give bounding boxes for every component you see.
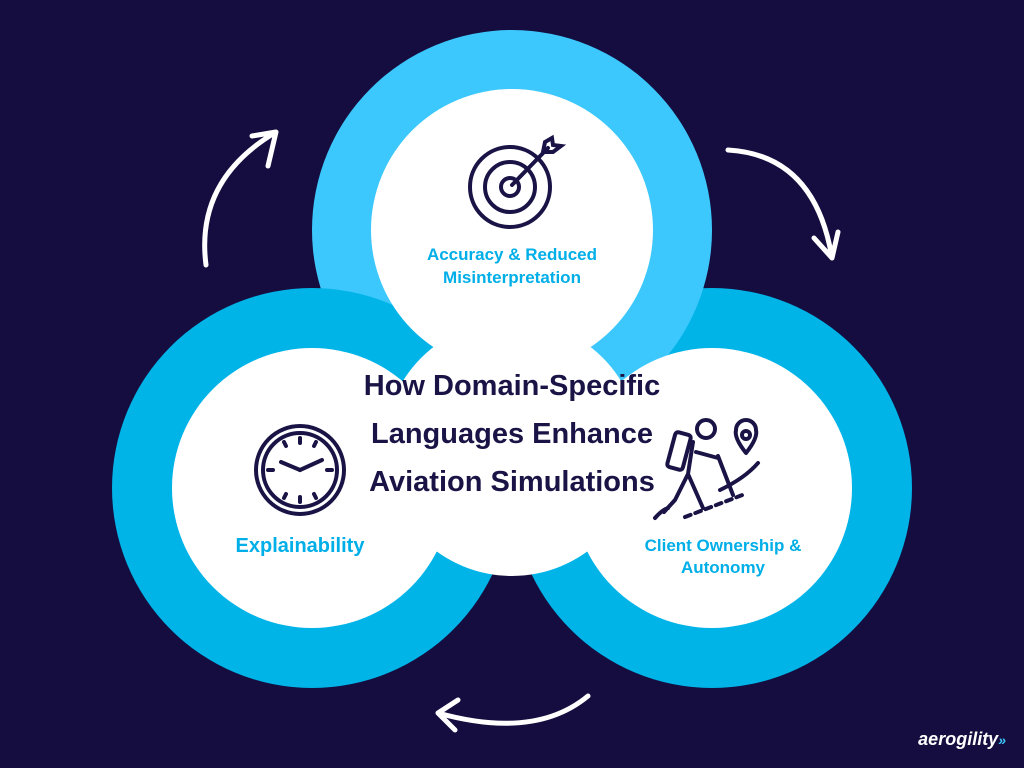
clock-icon bbox=[254, 424, 346, 516]
target-icon bbox=[468, 134, 567, 229]
aerogility-logo: aerogility» bbox=[918, 729, 1006, 750]
logo-chevron-icon: » bbox=[998, 732, 1006, 748]
cycle-arrows bbox=[202, 129, 841, 733]
diagram-title: How Domain-Specific Languages Enhance Av… bbox=[363, 370, 661, 498]
center-circle bbox=[384, 320, 640, 576]
node-label-explainability: Explainability bbox=[235, 535, 365, 557]
arrow-bottom-left-icon bbox=[435, 693, 591, 733]
arrow-down-right-icon bbox=[725, 147, 841, 261]
node-label-accuracy: Accuracy & Reduced Misinterpretation bbox=[426, 245, 598, 287]
top-inner-circle bbox=[371, 89, 653, 371]
hiker-icon bbox=[653, 418, 760, 520]
arrow-up-left-icon bbox=[202, 129, 279, 268]
logo-text: aerogility bbox=[918, 729, 999, 749]
right-inner-circle bbox=[572, 348, 852, 628]
left-inner-circle bbox=[172, 348, 452, 628]
node-label-client-ownership: Client Ownership & Autonomy bbox=[644, 536, 802, 577]
